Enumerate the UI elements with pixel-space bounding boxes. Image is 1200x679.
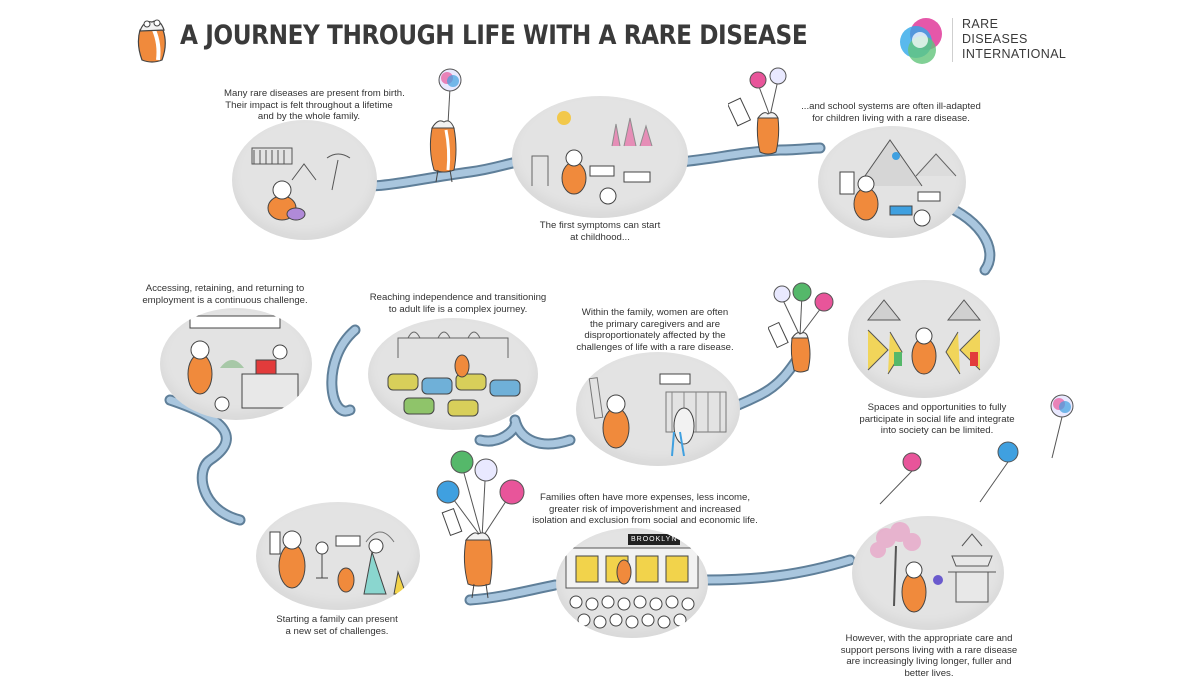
expenses-illustration: [565, 547, 699, 629]
logo-divider: [952, 18, 953, 62]
caption-women-line-3: disproportionately affected by the: [584, 330, 726, 342]
org-line-3: INTERNATIONAL: [962, 47, 1067, 61]
scene-symptoms: [512, 96, 688, 218]
caption-care: However, with the appropriate care and s…: [834, 633, 1024, 679]
caption-school-line-1: ...and school systems are often ill-adap…: [801, 101, 981, 112]
scene-family: [256, 502, 420, 610]
caption-birth-line-3: and by the whole family.: [257, 111, 361, 123]
page-title: A JOURNEY THROUGH LIFE WITH A RARE DISEA…: [180, 20, 808, 51]
scene-employment: [160, 308, 312, 420]
scene-women: [576, 352, 740, 466]
scene-social: [848, 280, 1000, 398]
caption-family-line-2: a new set of challenges.: [285, 625, 389, 637]
birth-illustration: [251, 147, 351, 221]
org-line-1: RARE: [962, 17, 999, 31]
caption-care-line-3: are increasingly living longer, fuller a…: [846, 656, 1012, 668]
independence-illustration: [387, 331, 521, 417]
social-illustration: [866, 299, 982, 375]
caption-expenses: Families often have more expenses, less …: [530, 492, 760, 527]
caption-independence-line-2: to adult life is a complex journey.: [388, 303, 528, 315]
caption-family: Starting a family can present a new set …: [262, 614, 412, 637]
caption-care-line-2: support persons living with a rare disea…: [840, 644, 1018, 656]
scene-school: [818, 126, 966, 238]
caption-expenses-line-3: isolation and exclusion from social and …: [532, 515, 758, 527]
caption-school-line-2: for children living with a rare disease.: [812, 112, 970, 124]
brooklyn-sign: BROOKLYN: [628, 534, 681, 545]
caption-social-line-1: Spaces and opportunities to fully: [867, 402, 1007, 413]
caption-independence-line-1: Reaching independence and transitioning: [369, 292, 547, 303]
caption-women-line-2: the primary caregivers and are: [589, 318, 721, 330]
scene-care: [852, 516, 1004, 630]
mascot-balloon-3: [768, 282, 834, 373]
family-illustration: [269, 530, 407, 595]
organization-name: RARE DISEASES INTERNATIONAL: [962, 17, 1066, 62]
care-illustration: [870, 522, 996, 613]
caption-birth-line-2: Their impact is felt throughout a lifeti…: [225, 99, 393, 111]
caption-symptoms-line-1: The first symptoms can start: [539, 220, 661, 231]
caption-family-line-1: Starting a family can present: [276, 614, 398, 625]
caption-expenses-line-1: Families often have more expenses, less …: [539, 492, 751, 503]
caption-birth: Many rare diseases are present from birt…: [224, 88, 405, 123]
employment-illustration: [187, 315, 299, 412]
caption-care-line-4: better lives.: [904, 667, 954, 679]
caption-women: Within the family, women are often the p…: [570, 307, 740, 353]
caption-social-line-2: participate in social life and integrate: [859, 413, 1015, 425]
mascot-logo-icon: [137, 19, 166, 63]
caption-social-line-3: into society can be limited.: [880, 425, 994, 437]
floating-balloons-pair: [879, 441, 1019, 505]
mascot-balloon-2: [728, 67, 787, 155]
caption-women-line-1: Within the family, women are often: [581, 307, 729, 318]
org-line-2: DISEASES: [962, 32, 1028, 46]
rdi-logo-icon: [900, 18, 942, 64]
school-illustration: [839, 139, 957, 227]
symptoms-illustration: [531, 111, 653, 205]
caption-employment: Accessing, retaining, and returning to e…: [140, 283, 310, 306]
caption-symptoms: The first symptoms can start at childhoo…: [525, 220, 675, 243]
caption-independence: Reaching independence and transitioning …: [368, 292, 548, 315]
scene-expenses: BROOKLYN: [556, 528, 708, 638]
floating-balloon: [1050, 394, 1074, 459]
caption-employment-line-1: Accessing, retaining, and returning to: [145, 283, 305, 294]
caption-symptoms-line-2: at childhood...: [570, 231, 630, 243]
scene-birth: [232, 120, 377, 240]
caption-school: ...and school systems are often ill-adap…: [796, 101, 986, 124]
caption-birth-line-1: Many rare diseases are present from birt…: [224, 88, 405, 99]
caption-social: Spaces and opportunities to fully partic…: [842, 402, 1032, 437]
caption-expenses-line-2: greater risk of impoverishment and incre…: [549, 503, 741, 515]
caption-care-line-1: However, with the appropriate care and: [845, 633, 1013, 644]
women-illustration: [588, 373, 727, 457]
caption-women-line-4: challenges of life with a rare disease.: [576, 341, 734, 353]
mascot-balloon-1: [429, 68, 462, 183]
scene-independence: [368, 318, 538, 430]
caption-employment-line-2: employment is a continuous challenge.: [142, 294, 308, 306]
mascot-balloon-4: [436, 450, 525, 599]
